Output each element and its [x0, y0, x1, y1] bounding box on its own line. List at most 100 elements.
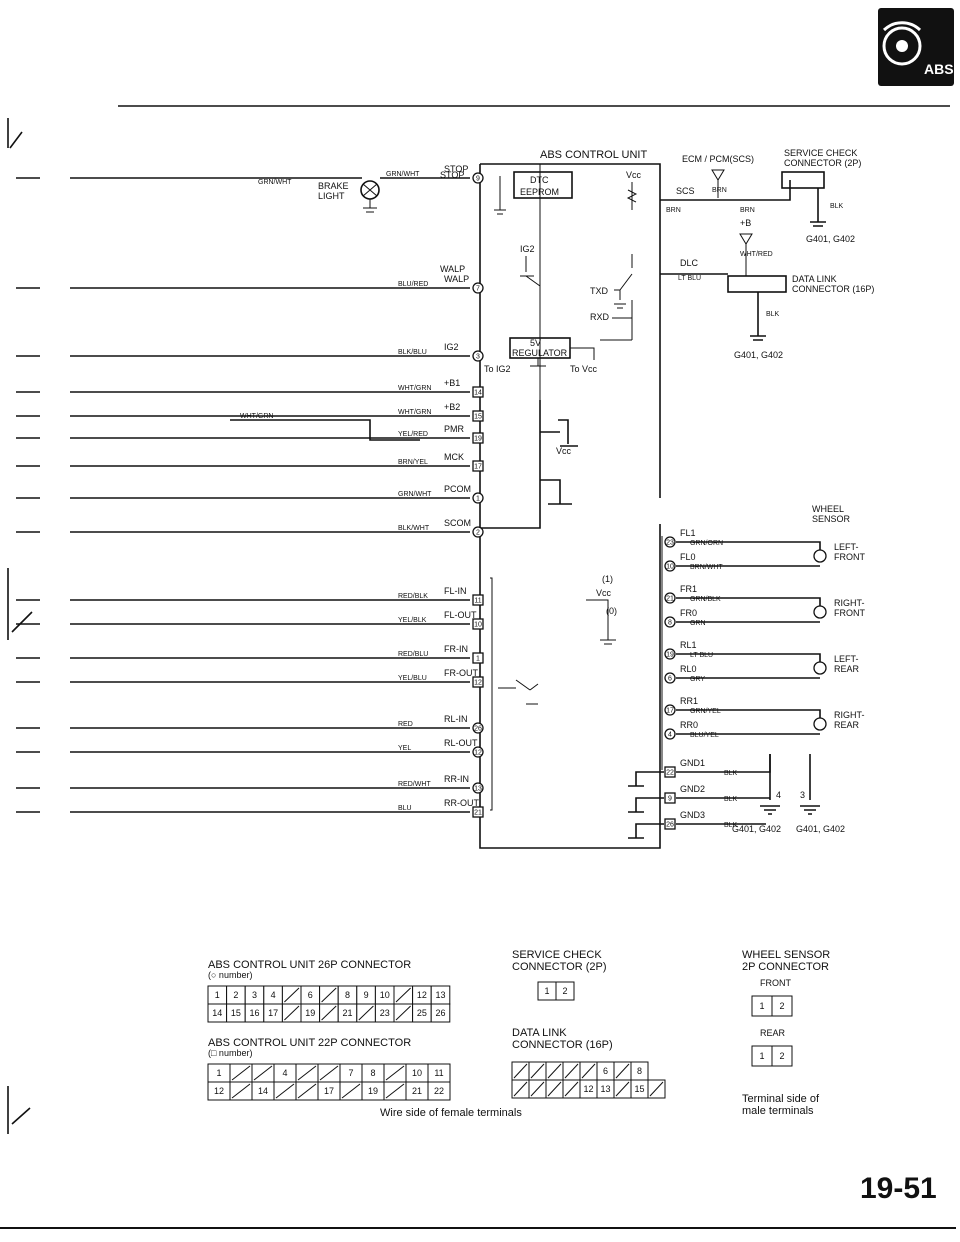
signal-name: FL-OUT [444, 610, 477, 620]
pin-number: 12 [474, 750, 482, 757]
unit-title: ABS CONTROL UNIT [540, 149, 647, 161]
connector-pin-label: 4 [282, 1068, 287, 1078]
signal-name: FL0 [680, 552, 696, 562]
signal-name: FL-IN [444, 586, 467, 596]
wire-color: GRN [690, 620, 706, 627]
svg-text:male terminals: male terminals [742, 1105, 814, 1117]
connector-pin-label: 4 [271, 990, 276, 1000]
wire-color: BLK/WHT [398, 525, 430, 532]
svg-text:ABS CONTROL UNIT 22P CONNECTOR: ABS CONTROL UNIT 22P CONNECTOR [208, 1037, 411, 1049]
wire-color: GRY [690, 676, 705, 683]
sensor-name: LEFT- [834, 542, 859, 552]
signal-name: RL-IN [444, 714, 468, 724]
pin-number: 19 [666, 652, 674, 659]
svg-text:TXD: TXD [590, 286, 609, 296]
pin-number: 1 [476, 496, 480, 503]
signal-name: RL0 [680, 664, 697, 674]
connector-pin-label: 12 [214, 1086, 224, 1096]
signal-name: +B2 [444, 402, 460, 412]
wire-color: RED/BLK [398, 593, 428, 600]
svg-text:To IG2: To IG2 [484, 364, 511, 374]
svg-text:SCS: SCS [676, 186, 695, 196]
pin-number: 12 [474, 680, 482, 687]
signal-name: RR1 [680, 696, 698, 706]
svg-text:2P CONNECTOR: 2P CONNECTOR [742, 961, 829, 973]
svg-text:G401, G402: G401, G402 [796, 824, 845, 834]
connector-pin-label: 6 [308, 990, 313, 1000]
svg-text:4: 4 [776, 790, 781, 800]
connector-pin-label: 1 [759, 1051, 764, 1061]
service-check-connector: SERVICE CHECK CONNECTOR (2P) BLK G401, G… [781, 148, 861, 244]
wire-color: GRN/YEL [690, 708, 721, 715]
svg-text:IG2: IG2 [520, 244, 535, 254]
pump-motor-relay: Vcc [480, 400, 578, 529]
margin-mark [7, 568, 33, 640]
connector-pin-label: 8 [637, 1066, 642, 1076]
signal-name: FR0 [680, 608, 697, 618]
svg-text:LT BLU: LT BLU [678, 275, 701, 282]
wire-color: BLK [724, 796, 738, 803]
svg-text:SERVICE CHECK: SERVICE CHECK [512, 949, 602, 961]
pin-number: 17 [474, 464, 482, 471]
abs-badge-text: ABS [924, 61, 954, 77]
5v-regulator: 5V REGULATOR To IG2 To Vcc [484, 337, 598, 374]
wire-color: BLK [724, 822, 738, 829]
pin-number: 15 [474, 414, 482, 421]
svg-text:DTC: DTC [530, 175, 549, 185]
wire-color: BLU/YEL [690, 732, 719, 739]
svg-text:Terminal side of: Terminal side of [742, 1093, 820, 1105]
data-link-connector: +B WHT/RED DATA LINK CONNECTOR (16P) DLC… [660, 218, 874, 360]
sensor-coil-icon [813, 605, 827, 619]
pin-number: 10 [474, 622, 482, 629]
svg-text:ABS CONTROL UNIT 26P CONNECTOR: ABS CONTROL UNIT 26P CONNECTOR [208, 959, 411, 971]
pin-number: 13 [474, 786, 482, 793]
connector-pin-label: 6 [603, 1066, 608, 1076]
svg-text:3: 3 [800, 790, 805, 800]
whtgrn-trunk [230, 419, 420, 441]
connector-pin-label: 26 [435, 1008, 445, 1018]
margin-mark [7, 118, 23, 149]
connector-pin-label: 11 [434, 1068, 443, 1078]
sensor-title: WHEEL [812, 504, 844, 514]
svg-text:DATA LINK: DATA LINK [512, 1027, 567, 1039]
pin-number: 9 [668, 796, 672, 803]
pin-number: 4 [668, 732, 672, 739]
svg-text:REAR: REAR [760, 1028, 786, 1038]
wire-color: GRN/WHT [386, 171, 420, 178]
pin-number: 14 [474, 390, 482, 397]
wire-color: WHT/GRN [398, 409, 431, 416]
svg-text:BLK: BLK [766, 311, 780, 318]
wire-side-caption: Wire side of female terminals [380, 1107, 522, 1119]
signal-name: GND2 [680, 784, 705, 794]
wire-color: RED [398, 721, 413, 728]
pin-number: 1 [476, 656, 480, 663]
svg-text:5V: 5V [530, 338, 541, 348]
svg-text:EEPROM: EEPROM [520, 187, 559, 197]
signal-name: PMR [444, 424, 465, 434]
left-wire-group: GRN/WHTSTOP9BLU/REDWALP7BLK/BLUIG23WHT/G… [16, 164, 484, 818]
svg-text:WHT/RED: WHT/RED [740, 251, 773, 258]
wire-color: YEL/RED [398, 431, 428, 438]
svg-text:BRN: BRN [666, 207, 681, 214]
signal-name: MCK [444, 452, 464, 462]
pin-number: 8 [668, 620, 672, 627]
sensor-name: RIGHT- [834, 710, 865, 720]
wheel-sensor-group: 23FL1GRN/ORN10FL0BRN/WHTLEFT-FRONT21FR1G… [661, 528, 865, 770]
pin-number: 26 [666, 822, 674, 829]
margin-mark [7, 1086, 31, 1134]
signal-name: RL1 [680, 640, 697, 650]
connector-pin-label: 1 [216, 1068, 221, 1078]
signal-name: FR-IN [444, 644, 468, 654]
signal-name: RR0 [680, 720, 698, 730]
connector-pin-label: 14 [212, 1008, 222, 1018]
connector-pin-label: 23 [380, 1008, 390, 1018]
brake-light-label: LIGHT [318, 191, 345, 201]
